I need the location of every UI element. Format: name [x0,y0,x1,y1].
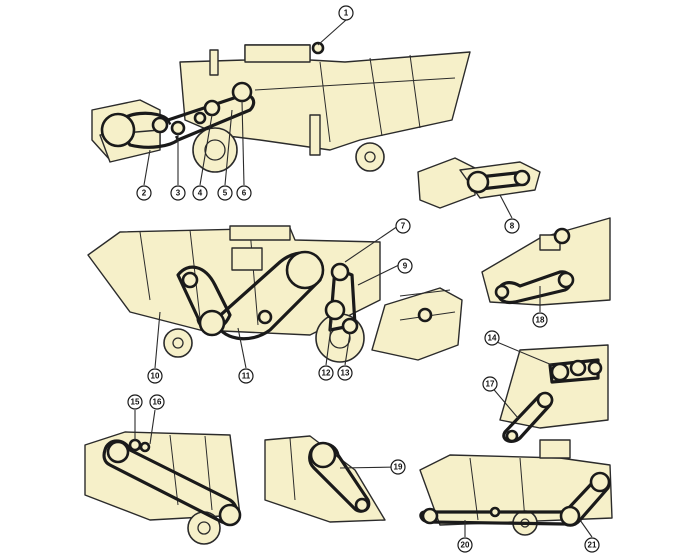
callout-20: 20 [457,537,473,553]
callout-21: 21 [584,537,600,553]
callout-10: 10 [147,368,163,384]
svg-text:4: 4 [198,189,203,198]
svg-text:11: 11 [242,372,251,381]
callout-15: 15 [127,394,143,410]
view-bottom-left [84,431,242,545]
callout-16: 16 [149,394,165,410]
callout-13: 13 [337,365,353,381]
callout-19: 19 [390,459,406,475]
callout-12: 12 [318,365,334,381]
callout-17: 17 [482,376,498,392]
view-bottom-right [419,439,613,536]
svg-text:15: 15 [131,398,140,407]
callout-2: 2 [136,185,152,201]
svg-text:12: 12 [322,369,331,378]
svg-text:5: 5 [223,189,228,198]
callout-6: 6 [236,185,252,201]
callout-18: 18 [532,312,548,328]
view-top-left-combine [91,41,471,173]
leader-lines [134,19,593,538]
callout-8: 8 [504,218,520,234]
svg-text:9: 9 [403,262,408,271]
callout-4: 4 [192,185,208,201]
svg-text:21: 21 [588,541,597,550]
svg-text:14: 14 [488,334,497,343]
svg-text:20: 20 [461,541,470,550]
svg-text:1: 1 [344,9,349,18]
svg-text:13: 13 [341,369,350,378]
view-detail-14-17 [499,344,609,443]
view-middle-combine [87,225,463,363]
view-bottom-middle [264,435,386,523]
callout-7: 7 [395,218,411,234]
svg-text:17: 17 [486,380,495,389]
svg-text:16: 16 [153,398,162,407]
callout-1: 1 [338,5,354,21]
svg-text:8: 8 [510,222,515,231]
svg-text:3: 3 [176,189,181,198]
callout-5: 5 [217,185,233,201]
view-detail-18 [481,217,611,306]
svg-text:7: 7 [401,222,406,231]
svg-text:18: 18 [536,316,545,325]
svg-text:10: 10 [151,372,160,381]
callout-11: 11 [238,368,254,384]
svg-text:2: 2 [142,189,147,198]
callout-9: 9 [397,258,413,274]
callouts: 1 2 3 4 5 6 7 8 9 10 11 12 13 14 15 16 1… [127,5,600,553]
svg-text:19: 19 [394,463,403,472]
callout-14: 14 [484,330,500,346]
svg-text:6: 6 [242,189,247,198]
callout-3: 3 [170,185,186,201]
view-shaft-detail [417,157,541,209]
